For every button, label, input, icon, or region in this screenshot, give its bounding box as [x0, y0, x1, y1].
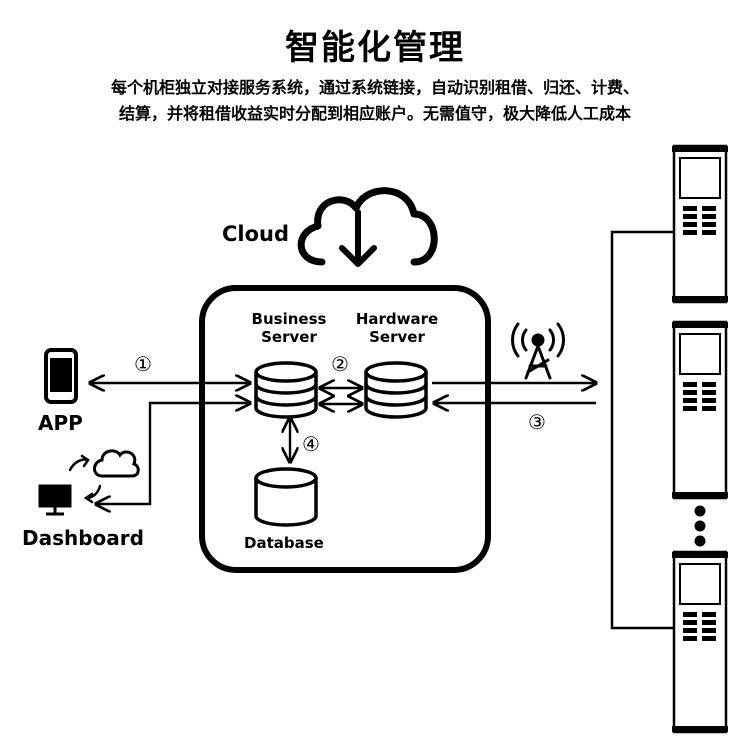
marker-3: ③ — [528, 410, 546, 434]
business-server-label-1: Business — [251, 310, 327, 328]
app-label: APP — [38, 411, 83, 435]
dashboard-label: Dashboard — [22, 526, 144, 550]
charging-cabinet-icon — [672, 320, 728, 500]
charging-cabinet-icon — [672, 144, 728, 304]
description-line-2: 结算，并将租借收益实时分配到相应账户。无需值守，极大降低人工成本 — [118, 104, 631, 123]
antenna-tower-icon — [511, 322, 565, 380]
marker-1: ① — [134, 352, 152, 376]
hardware-server-icon — [364, 361, 428, 419]
cloud-label: Cloud — [222, 222, 290, 246]
dashboard-link-arrow — [96, 403, 250, 504]
hardware-server-label-2: Server — [369, 328, 425, 346]
cloud-download-icon — [297, 187, 438, 267]
smartphone-icon — [44, 348, 78, 404]
server-cluster-box — [199, 285, 491, 573]
more-cabinets-dots — [694, 505, 706, 547]
cabinet-bracket — [610, 230, 674, 630]
hardware-server-label-1: Hardware — [355, 310, 439, 328]
marker-4: ④ — [302, 432, 320, 456]
database-cylinder-icon — [254, 467, 318, 527]
cloud-icon — [93, 449, 140, 478]
business-server-label-2: Server — [261, 328, 317, 346]
page-title: 智能化管理 — [285, 28, 465, 68]
business-server-icon — [254, 361, 318, 419]
marker-2: ② — [331, 352, 349, 376]
database-label: Database — [244, 534, 324, 552]
charging-cabinet-icon — [672, 550, 728, 734]
description-line-1: 每个机柜独立对接服务系统，通过系统链接，自动识别租借、归还、计费、 — [110, 78, 639, 97]
monitor-icon — [38, 484, 72, 516]
